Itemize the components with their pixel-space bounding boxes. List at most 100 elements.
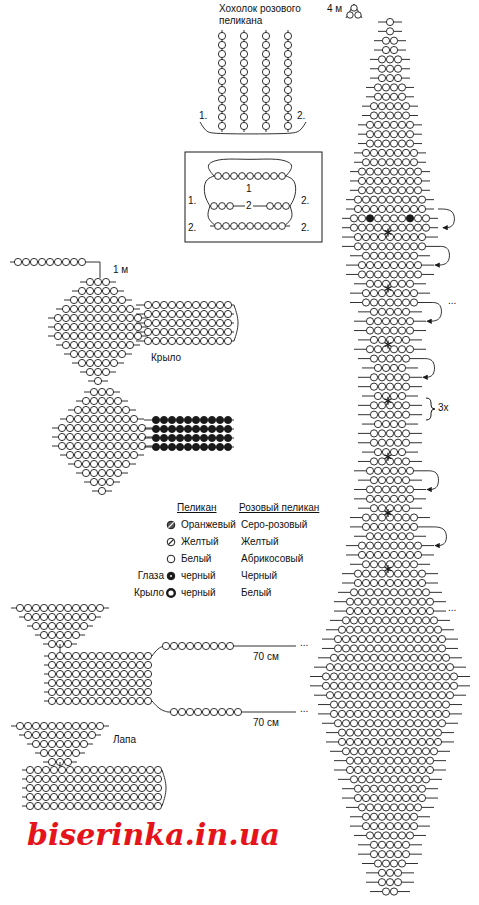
bead [354,729,361,736]
bead [80,652,87,659]
bead [50,766,57,773]
bead [374,664,381,671]
bead [382,589,389,596]
bead-group [362,159,417,166]
bead [374,93,381,100]
bead [390,533,397,540]
bead [438,645,445,652]
bead [88,688,95,695]
bead [98,415,105,422]
bead-group [152,425,231,432]
bead [430,692,437,699]
bead [56,604,63,611]
bead [218,77,225,84]
bead [160,301,167,308]
wire [346,4,362,18]
bead [390,551,397,558]
bead [184,443,191,450]
bead [390,140,397,147]
bead [378,430,385,437]
bead [386,682,393,689]
bead [351,5,357,11]
bead [138,784,145,791]
bead [284,68,291,75]
bead [90,406,97,413]
bead [402,196,409,203]
bead [80,688,87,695]
bead [223,173,230,180]
bead [168,425,175,432]
wire-length: 70 см [252,717,280,729]
bead [56,740,63,747]
bead [146,793,153,800]
bead [34,802,41,809]
bead [118,350,125,357]
bead [48,670,55,677]
bead [106,442,113,449]
bead [82,424,89,431]
bead [283,203,290,210]
star-mark [385,286,392,290]
bead [386,673,393,680]
bead [394,159,401,166]
bead [362,579,369,586]
bead-group [48,652,151,659]
bead [110,332,117,339]
bead-group [78,287,117,294]
bead [102,359,109,366]
bead [406,533,413,540]
bead [86,287,93,294]
bead [406,327,413,334]
bead [200,425,207,432]
bead [240,104,247,111]
bead [402,523,409,530]
bead [74,433,81,440]
bead [98,487,105,494]
table-header: Пеликан [176,502,218,514]
bead [358,748,365,755]
bead [378,701,385,708]
wire [234,305,238,341]
bead [410,252,417,259]
bead [284,113,291,120]
bead [410,701,417,708]
bead [160,416,167,423]
bead [406,776,413,783]
bead-group [26,766,161,773]
bead [355,12,361,18]
bead-group [366,467,413,474]
bead [66,784,73,791]
bead [390,46,397,53]
bead [398,617,405,624]
bead [434,673,441,680]
bead-group [211,203,234,210]
bead [240,41,247,48]
bead [378,196,385,203]
bead [62,314,69,321]
bead [378,112,385,119]
bead [110,287,117,294]
bead [378,505,385,512]
bead [114,442,121,449]
bead [178,642,185,649]
bead-group [86,278,109,285]
bead [354,682,361,689]
bead [94,341,101,348]
bead [338,710,345,717]
bead [358,262,365,269]
bead [410,682,417,689]
bead [366,776,373,783]
bead [94,278,101,285]
bead [422,215,429,222]
bead [122,451,129,458]
bead [80,697,87,704]
bead [390,888,397,895]
bead [378,56,385,63]
table-cell: Желтый [240,536,280,548]
star-mark [385,567,392,571]
bead [94,359,101,366]
bead [30,258,37,265]
bead [342,748,349,755]
bead [402,813,409,820]
step-number: 1 [245,183,253,195]
